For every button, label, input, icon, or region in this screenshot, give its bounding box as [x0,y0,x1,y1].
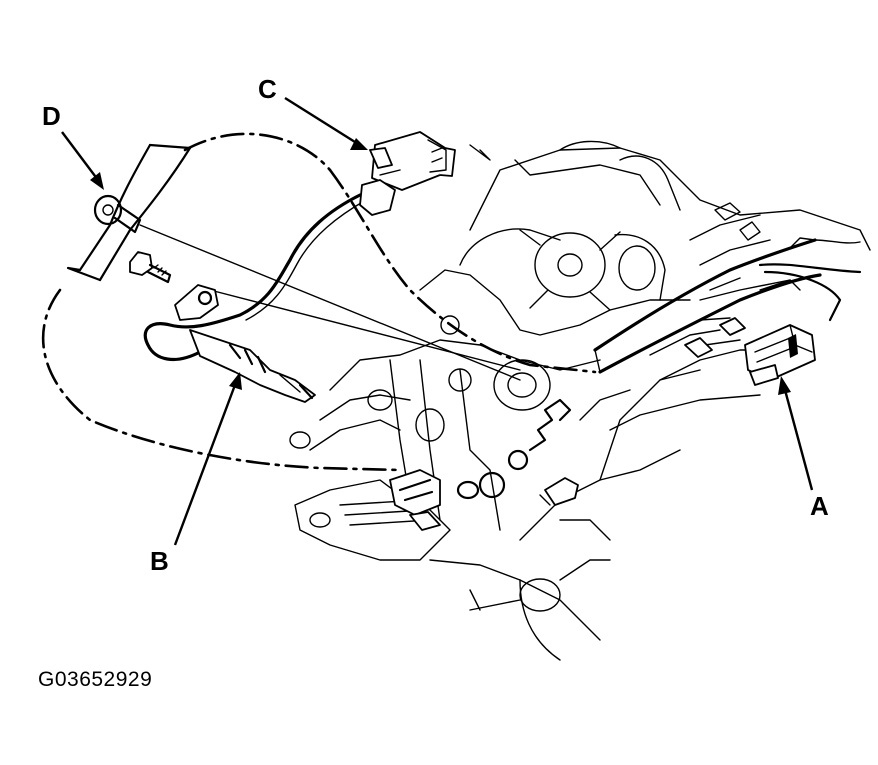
bolt [129,251,172,284]
callout-b: B [150,546,169,576]
engine-block-outline [139,140,871,661]
callout-c: C [258,74,277,104]
harness-right [593,237,862,374]
connector-a [744,324,816,386]
callout-arrows [61,96,814,546]
connector-c [359,131,456,216]
sensor-lead-wire [143,193,367,361]
callout-d: D [42,101,61,131]
callout-a: A [810,491,829,521]
harness-route-dashdot [41,132,597,472]
sensor-b [174,284,316,403]
figure-id: G03652929 [38,668,153,691]
lower-clips [389,398,579,531]
harness-sheath-upper [66,143,192,282]
